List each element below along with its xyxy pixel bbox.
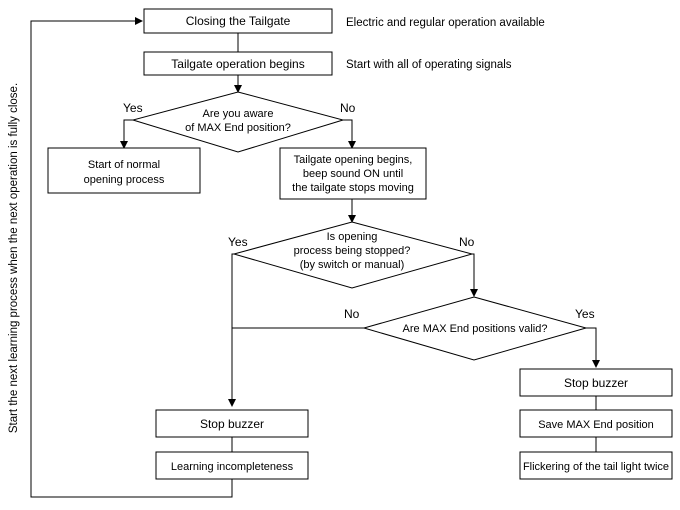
box-flicker-label: Flickering of the tail light twice [523, 461, 669, 473]
label-d2-yes: Yes [228, 235, 248, 249]
branch-labels: Yes No Yes No No Yes [123, 101, 595, 321]
box-opening-begins-line1: Tailgate opening begins, [294, 154, 413, 166]
box-normal-opening-line1: Start of normal [88, 159, 160, 171]
decision-max-end-aware-line2: of MAX End position? [185, 122, 291, 134]
box-stop-buzzer-left-label: Stop buzzer [200, 417, 264, 431]
connector-d2-yes [228, 253, 236, 407]
decision-max-valid-label: Are MAX End positions valid? [403, 323, 548, 335]
box-closing-tailgate [143, 8, 333, 34]
box-closing-tailgate-label: Closing the Tailgate [186, 14, 291, 28]
decisions: Are you aware of MAX End position? Is op… [131, 91, 588, 361]
box-normal-opening [47, 147, 201, 194]
box-flicker [519, 451, 673, 480]
box-normal-opening-line2: opening process [84, 174, 165, 186]
box-learning-incomplete-label: Learning incompleteness [171, 461, 294, 473]
note-closing: Electric and regular operation available [346, 17, 545, 29]
box-stop-buzzer-right [519, 368, 673, 397]
box-save-max [519, 409, 673, 438]
process-boxes: Closing the Tailgate Tailgate operation … [47, 8, 673, 480]
decision-max-valid [362, 296, 588, 361]
connector-d1-yes [120, 119, 133, 149]
box-stop-buzzer-left [155, 409, 309, 438]
note-next-learning: Start the next learning process when the… [8, 83, 20, 433]
label-d1-no: No [340, 101, 356, 115]
box-operation-begins-label: Tailgate operation begins [171, 57, 304, 71]
connector-d3-yes [586, 327, 600, 368]
decision-max-end-aware-line1: Are you aware [203, 108, 274, 120]
box-opening-begins-line2: beep sound ON until [303, 168, 403, 180]
connector-d2-no [470, 253, 478, 297]
decision-opening-stopped-line3: (by switch or manual) [300, 259, 405, 271]
box-save-max-label: Save MAX End position [538, 419, 654, 431]
decision-opening-stopped-line1: Is opening [327, 231, 378, 243]
label-d3-no: No [344, 307, 360, 321]
decision-max-end-aware [131, 91, 345, 153]
label-d3-yes: Yes [575, 307, 595, 321]
connector-d1-no [343, 119, 356, 149]
label-d1-yes: Yes [123, 101, 143, 115]
connector-loop-back [30, 17, 233, 498]
label-d2-no: No [459, 235, 475, 249]
box-stop-buzzer-right-label: Stop buzzer [564, 376, 628, 390]
box-learning-incomplete [155, 451, 309, 480]
decision-opening-stopped-line2: process being stopped? [294, 245, 411, 257]
box-opening-begins [279, 147, 427, 200]
decision-opening-stopped [232, 221, 474, 289]
box-operation-begins [143, 51, 333, 76]
box-opening-begins-line3: the tailgate stops moving [292, 182, 414, 194]
note-operation: Start with all of operating signals [346, 59, 512, 71]
